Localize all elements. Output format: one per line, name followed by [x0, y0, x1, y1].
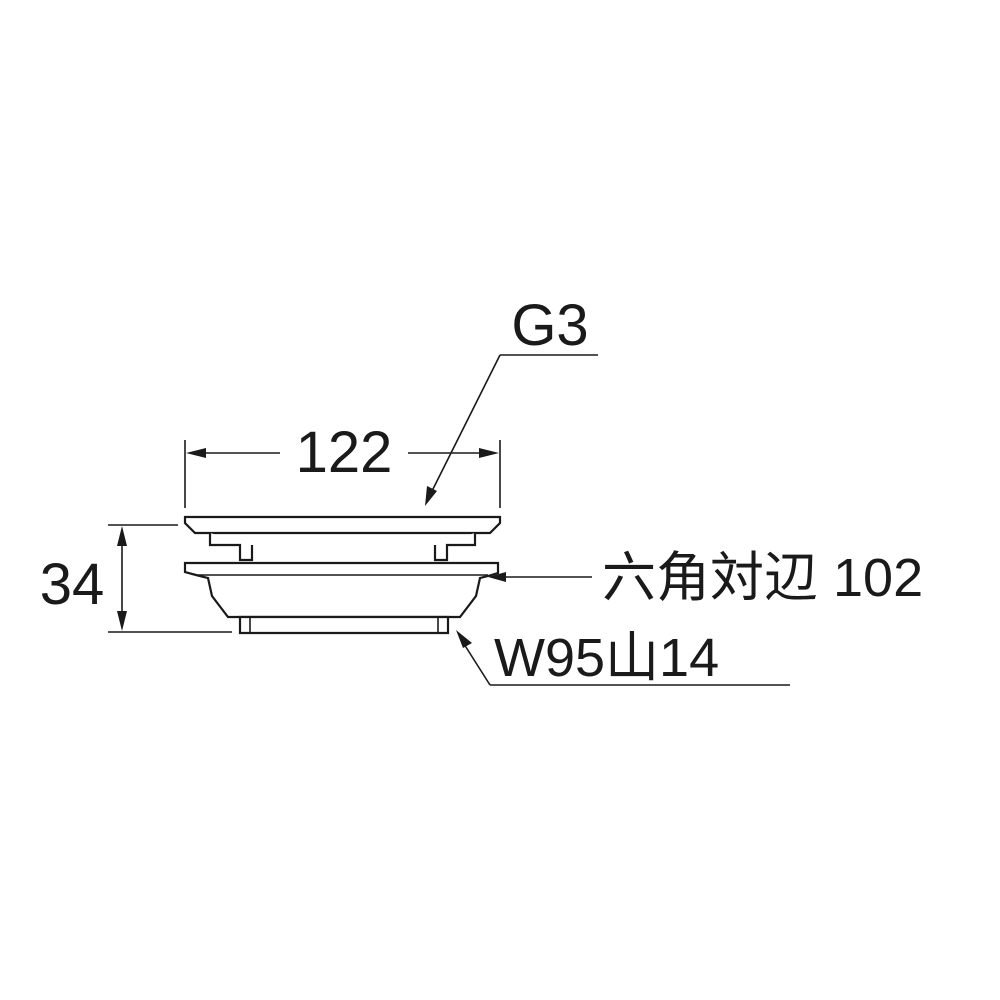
neck-left: [208, 533, 254, 562]
hex-label: 六角対辺 102: [602, 548, 923, 608]
thread-leader-arrow: [425, 486, 437, 506]
width-dimension: 122: [184, 420, 501, 508]
thread-label: G3: [511, 293, 588, 358]
thread-w-leader-arrow: [456, 630, 472, 648]
height-arrow-bottom: [117, 611, 127, 631]
height-arrow-top: [117, 526, 127, 546]
hex-body: [183, 561, 500, 619]
hex-leader: 六角対辺 102: [488, 548, 923, 608]
thread-leader-line: [429, 354, 501, 496]
thread-w-leader: W95山14: [456, 628, 790, 688]
width-arrow-right: [479, 448, 499, 458]
width-arrow-left: [186, 448, 206, 458]
thread-w-leader-line: [463, 643, 491, 686]
hex-leader-arrow: [488, 572, 506, 582]
neck-right: [433, 533, 477, 562]
thread-leader: G3: [425, 293, 598, 506]
height-label: 34: [40, 552, 105, 617]
thread-w-label: W95山14: [494, 628, 719, 688]
part-outline: [183, 515, 502, 635]
width-label: 122: [296, 420, 393, 485]
top-flange: [183, 515, 502, 535]
height-dimension: 34: [40, 524, 232, 633]
bottom-thread: [238, 615, 450, 635]
